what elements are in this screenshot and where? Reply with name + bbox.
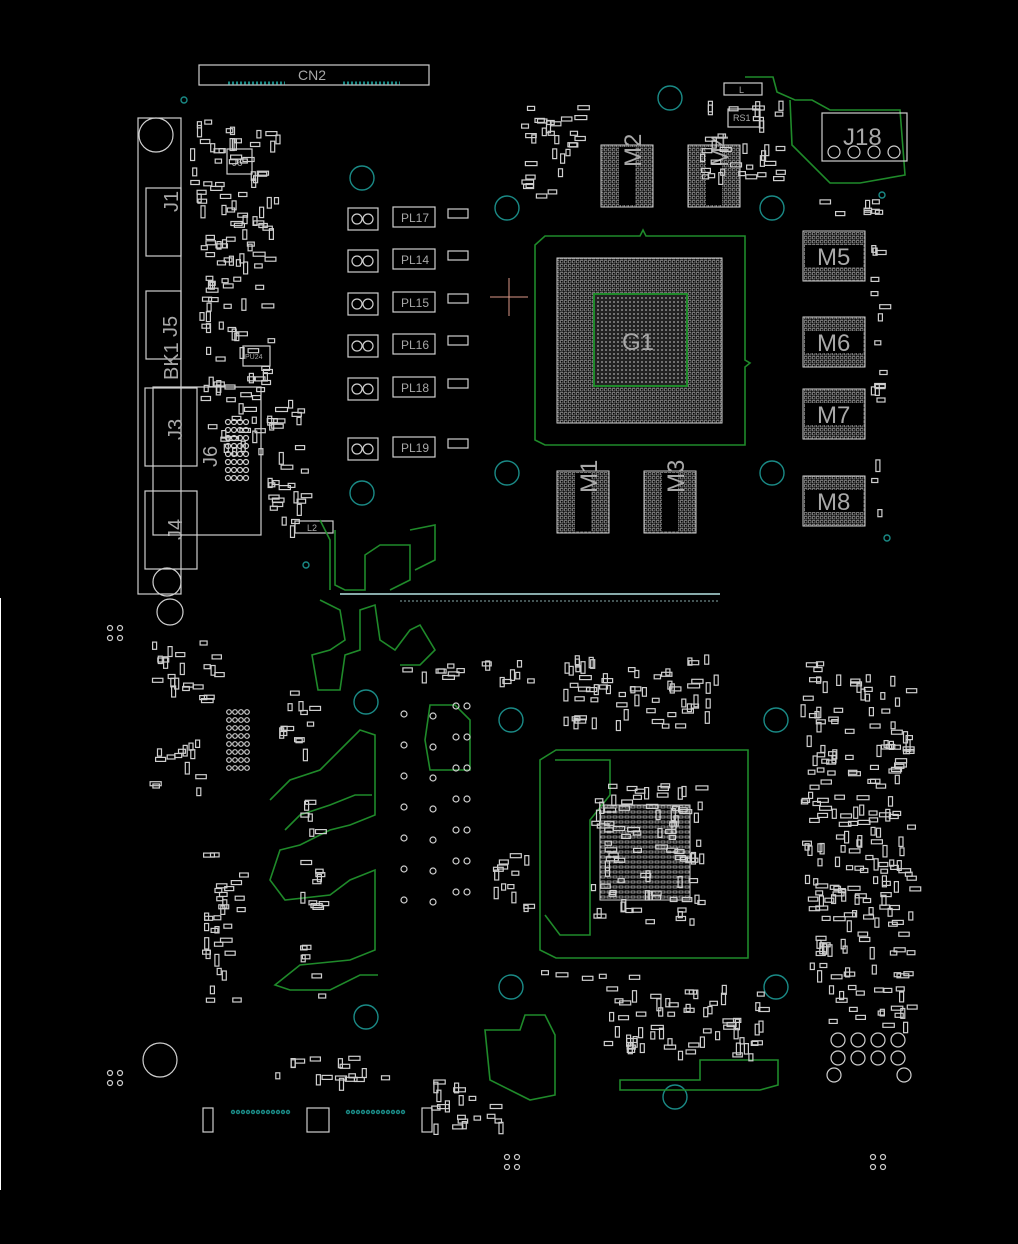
inductor-label: PL18 [401, 381, 429, 395]
j6-label: J6 [200, 446, 222, 467]
inductor-label: PL19 [401, 441, 429, 455]
pu24-label: PU24 [245, 354, 263, 361]
inductor-pl18: PL18 [347, 376, 469, 401]
inductor-label: PL15 [401, 296, 429, 310]
g1-label: G1 [622, 329, 654, 356]
inductor-pl16: PL16 [347, 333, 469, 358]
j4-label: J4 [165, 519, 187, 540]
j3-label: J3 [165, 419, 187, 440]
j18-label: J18 [843, 124, 882, 151]
connector-cn2: CN2 [198, 64, 430, 86]
memory-chip-m5: M5 [802, 230, 866, 282]
inductor-pl14: PL14 [347, 248, 469, 273]
memory-label: M3 [663, 460, 690, 493]
j5-label: J5 [160, 316, 182, 337]
memory-chip-m1: M1 [556, 460, 610, 534]
rs1-label: RS1 [733, 113, 751, 123]
memory-chip-m4: M4 [687, 134, 741, 208]
bk1-label: BK1 [161, 342, 183, 380]
inductor-label: PL16 [401, 338, 429, 352]
gpu-g1: G1 [534, 228, 752, 446]
memory-chip-m8: M8 [802, 475, 866, 527]
memory-chip-m7: M7 [802, 388, 866, 440]
l1-label: L [739, 85, 744, 95]
inductor-pl17: PL17 [347, 206, 469, 231]
chip-pu24 [242, 345, 271, 367]
memory-label: M1 [576, 460, 603, 493]
memory-label: M8 [817, 489, 850, 516]
memory-label: M5 [817, 244, 850, 271]
memory-chip-m6: M6 [802, 316, 866, 368]
inductor-l1 [723, 82, 763, 96]
memory-label: M2 [620, 134, 647, 167]
io-bracket: J1 J5 BK1 J3 J4 J6 [137, 117, 262, 597]
mounting-holes [142, 85, 912, 1110]
connector-j18: J18 [821, 112, 908, 162]
memory-chip-m3: M3 [643, 460, 697, 534]
cn2-label: CN2 [298, 67, 326, 83]
inductor-pl19: PL19 [347, 436, 469, 461]
memory-label: M7 [817, 402, 850, 429]
bottom-gpu-outline [539, 749, 749, 959]
j1-label: J1 [161, 191, 183, 212]
memory-chip-m2: M2 [600, 134, 654, 208]
inductor-pl15: PL15 [347, 291, 469, 316]
memory-label: M6 [817, 330, 850, 357]
l2-label: L2 [307, 523, 317, 533]
smd-pads [106, 100, 922, 1171]
inductor-label: PL14 [401, 253, 429, 267]
inductor-label: PL17 [401, 211, 429, 225]
